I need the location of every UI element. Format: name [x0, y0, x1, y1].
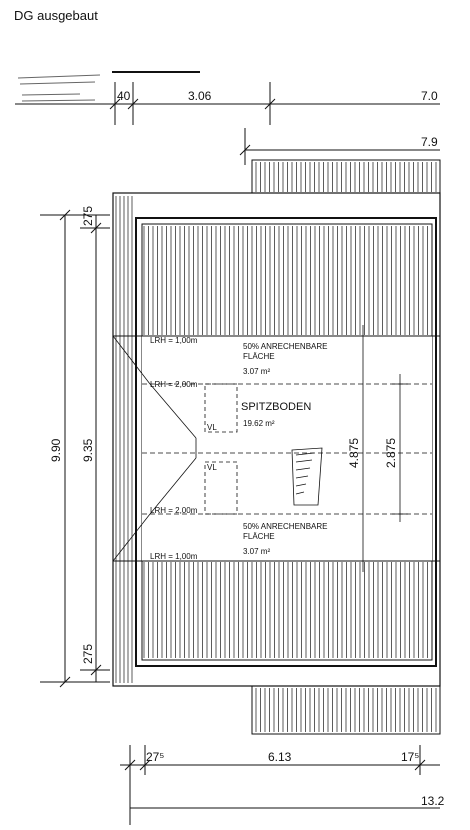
dim-left-935: 9.35 — [81, 438, 95, 462]
upper-zone-label-2: FLÄCHE — [243, 352, 275, 361]
bottom-dormer — [251, 685, 441, 735]
bottom-dimension-line — [120, 745, 440, 825]
attic-room — [142, 336, 432, 561]
dim-bottom-175: 17⁵ — [401, 750, 419, 764]
top-dormer-hatching — [255, 162, 437, 192]
top-dimension-line — [15, 82, 440, 125]
dim-top-79: 7.9 — [421, 135, 438, 149]
ceiling-height-lines — [142, 383, 432, 515]
dim-left-275-top: 275 — [81, 206, 95, 226]
upper-zone-label-1: 50% ANRECHENBARE — [243, 342, 327, 351]
vl-label-upper: VL — [207, 423, 217, 432]
lrh-lower-mid-label: LRH = 2,00m — [150, 506, 198, 515]
right-dimension-lines — [356, 325, 408, 572]
vl-label-lower: VL — [207, 463, 217, 472]
stair-opening — [291, 447, 323, 506]
vl-boxes — [204, 383, 238, 515]
top-dimension-line-2 — [239, 128, 440, 165]
dim-top-306: 3.06 — [188, 89, 212, 103]
room-name: SPITZBODEN — [241, 401, 311, 413]
left-dimension-lines — [40, 209, 110, 688]
left-roof-hatching — [115, 196, 133, 683]
lower-zone-label-1: 50% ANRECHENBARE — [243, 522, 327, 531]
page-title: DG ausgebaut — [14, 8, 98, 23]
dim-left-990: 9.90 — [49, 438, 63, 462]
room-area: 19.62 m² — [243, 419, 275, 428]
lower-zone-area: 3.07 m² — [243, 547, 270, 556]
dim-top-70: 7.0 — [421, 89, 438, 103]
upper-roof-hatching — [143, 226, 428, 335]
lrh-bottom-label: LRH = 1,00m — [150, 552, 198, 561]
header-scribble — [17, 71, 200, 102]
upper-zone-area: 3.07 m² — [243, 367, 270, 376]
lrh-top-label: LRH = 1,00m — [150, 336, 198, 345]
dim-bottom-132: 13.2 — [421, 794, 445, 808]
lower-roof-hatching — [143, 562, 428, 658]
dim-right-4875: 4.875 — [347, 438, 361, 468]
dim-top-40: 40 — [117, 89, 131, 103]
dim-bottom-613: 6.13 — [268, 750, 292, 764]
lower-zone-label-2: FLÄCHE — [243, 532, 275, 541]
bottom-dormer-hatching — [255, 688, 437, 732]
dim-right-2875: 2.875 — [384, 438, 398, 468]
hip-lines — [112, 335, 197, 562]
dim-left-275-bottom: 275 — [81, 644, 95, 664]
dim-bottom-275: 27⁵ — [146, 750, 164, 764]
lrh-upper-mid-label: LRH = 2,00m — [150, 380, 198, 389]
